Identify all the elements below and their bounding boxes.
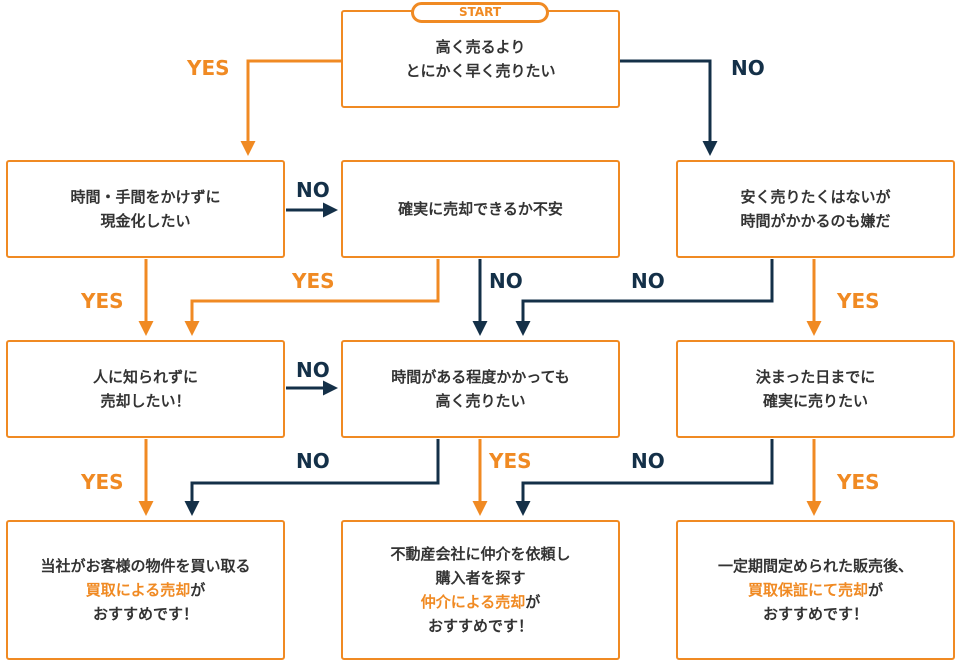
question-5-line-1: 人に知られずに — [92, 368, 198, 386]
result-1-line-3: おすすめです！ — [92, 605, 198, 623]
label-no-q4: NO — [631, 269, 665, 293]
result-2-highlight: 仲介による売却 — [420, 593, 526, 611]
result-3-tail: が — [868, 581, 884, 599]
label-yes-q6: YES — [489, 449, 532, 473]
result-3-line-2: 買取保証にて売却が — [748, 578, 883, 602]
label-yes-q7: YES — [837, 470, 880, 494]
question-2-line-2: 現金化したい — [100, 212, 191, 230]
label-yes-q5: YES — [81, 470, 124, 494]
question-box-1: 高く売るより とにかく早く売りたい — [341, 10, 620, 108]
question-4-line-2: 時間がかかるのも嫌だ — [740, 212, 891, 230]
label-no-q5: NO — [296, 358, 330, 382]
question-box-3: 確実に売却できるか不安 — [341, 160, 620, 258]
result-1-line-1: 当社がお客様の物件を買い取る — [40, 557, 251, 575]
result-3-line-3: おすすめです！ — [762, 605, 868, 623]
label-no-q1: NO — [731, 56, 765, 80]
result-box-brokerage: 不動産会社に仲介を依頼し 購入者を探す 仲介による売却が おすすめです！ — [341, 520, 620, 660]
result-3-highlight: 買取保証にて売却 — [747, 581, 868, 599]
result-2-line-4: おすすめです！ — [427, 617, 533, 635]
question-6-line-1: 時間がある程度かかっても — [391, 368, 570, 386]
question-box-5: 人に知られずに 売却したい！ — [6, 340, 285, 438]
label-no-q2: NO — [296, 178, 330, 202]
label-yes-q3: YES — [292, 269, 335, 293]
arrow-q1-yes — [240, 59, 341, 156]
result-2-tail: が — [525, 593, 541, 611]
result-2-line-1: 不動産会社に仲介を依頼し — [390, 545, 571, 563]
question-7-line-2: 確実に売りたい — [762, 392, 868, 410]
question-1-line-2: とにかく早く売りたい — [405, 62, 556, 80]
question-box-4: 安く売りたくはないが 時間がかかるのも嫌だ — [676, 160, 955, 258]
result-2-line-2: 購入者を探す — [435, 569, 526, 587]
question-4-line-1: 安く売りたくはないが — [740, 188, 891, 206]
result-1-line-2: 買取による売却が — [86, 578, 206, 602]
arrow-q7-no — [515, 439, 774, 516]
label-no-q7: NO — [631, 449, 665, 473]
question-box-2: 時間・手間をかけずに 現金化したい — [6, 160, 285, 258]
question-5-line-2: 売却したい！ — [100, 392, 191, 410]
label-yes-q4: YES — [837, 289, 880, 313]
question-box-6: 時間がある程度かかっても 高く売りたい — [341, 340, 620, 438]
result-box-guarantee: 一定期間定められた販売後、 買取保証にて売却が おすすめです！ — [676, 520, 955, 660]
result-3-line-1: 一定期間定められた販売後、 — [717, 557, 913, 575]
question-1-line-1: 高く売るより — [435, 38, 526, 56]
label-yes-q1: YES — [187, 56, 230, 80]
result-1-tail: が — [190, 581, 206, 599]
arrow-q3-yes — [184, 259, 440, 336]
question-box-7: 決まった日までに 確実に売りたい — [676, 340, 955, 438]
label-yes-q2: YES — [81, 289, 124, 313]
label-no-q3: NO — [489, 269, 523, 293]
arrow-q4-no — [515, 259, 774, 336]
arrow-q6-no — [184, 439, 440, 516]
result-2-line-3: 仲介による売却が — [421, 590, 541, 614]
arrow-q1-no — [620, 59, 718, 156]
question-7-line-1: 決まった日までに — [755, 368, 876, 386]
result-1-highlight: 買取による売却 — [85, 581, 191, 599]
question-3-line-1: 確実に売却できるか不安 — [398, 200, 563, 218]
result-box-purchase: 当社がお客様の物件を買い取る 買取による売却が おすすめです！ — [6, 520, 285, 660]
start-badge: START — [411, 2, 549, 23]
question-6-line-2: 高く売りたい — [435, 392, 526, 410]
question-2-line-1: 時間・手間をかけずに — [70, 188, 221, 206]
label-no-q6: NO — [296, 449, 330, 473]
